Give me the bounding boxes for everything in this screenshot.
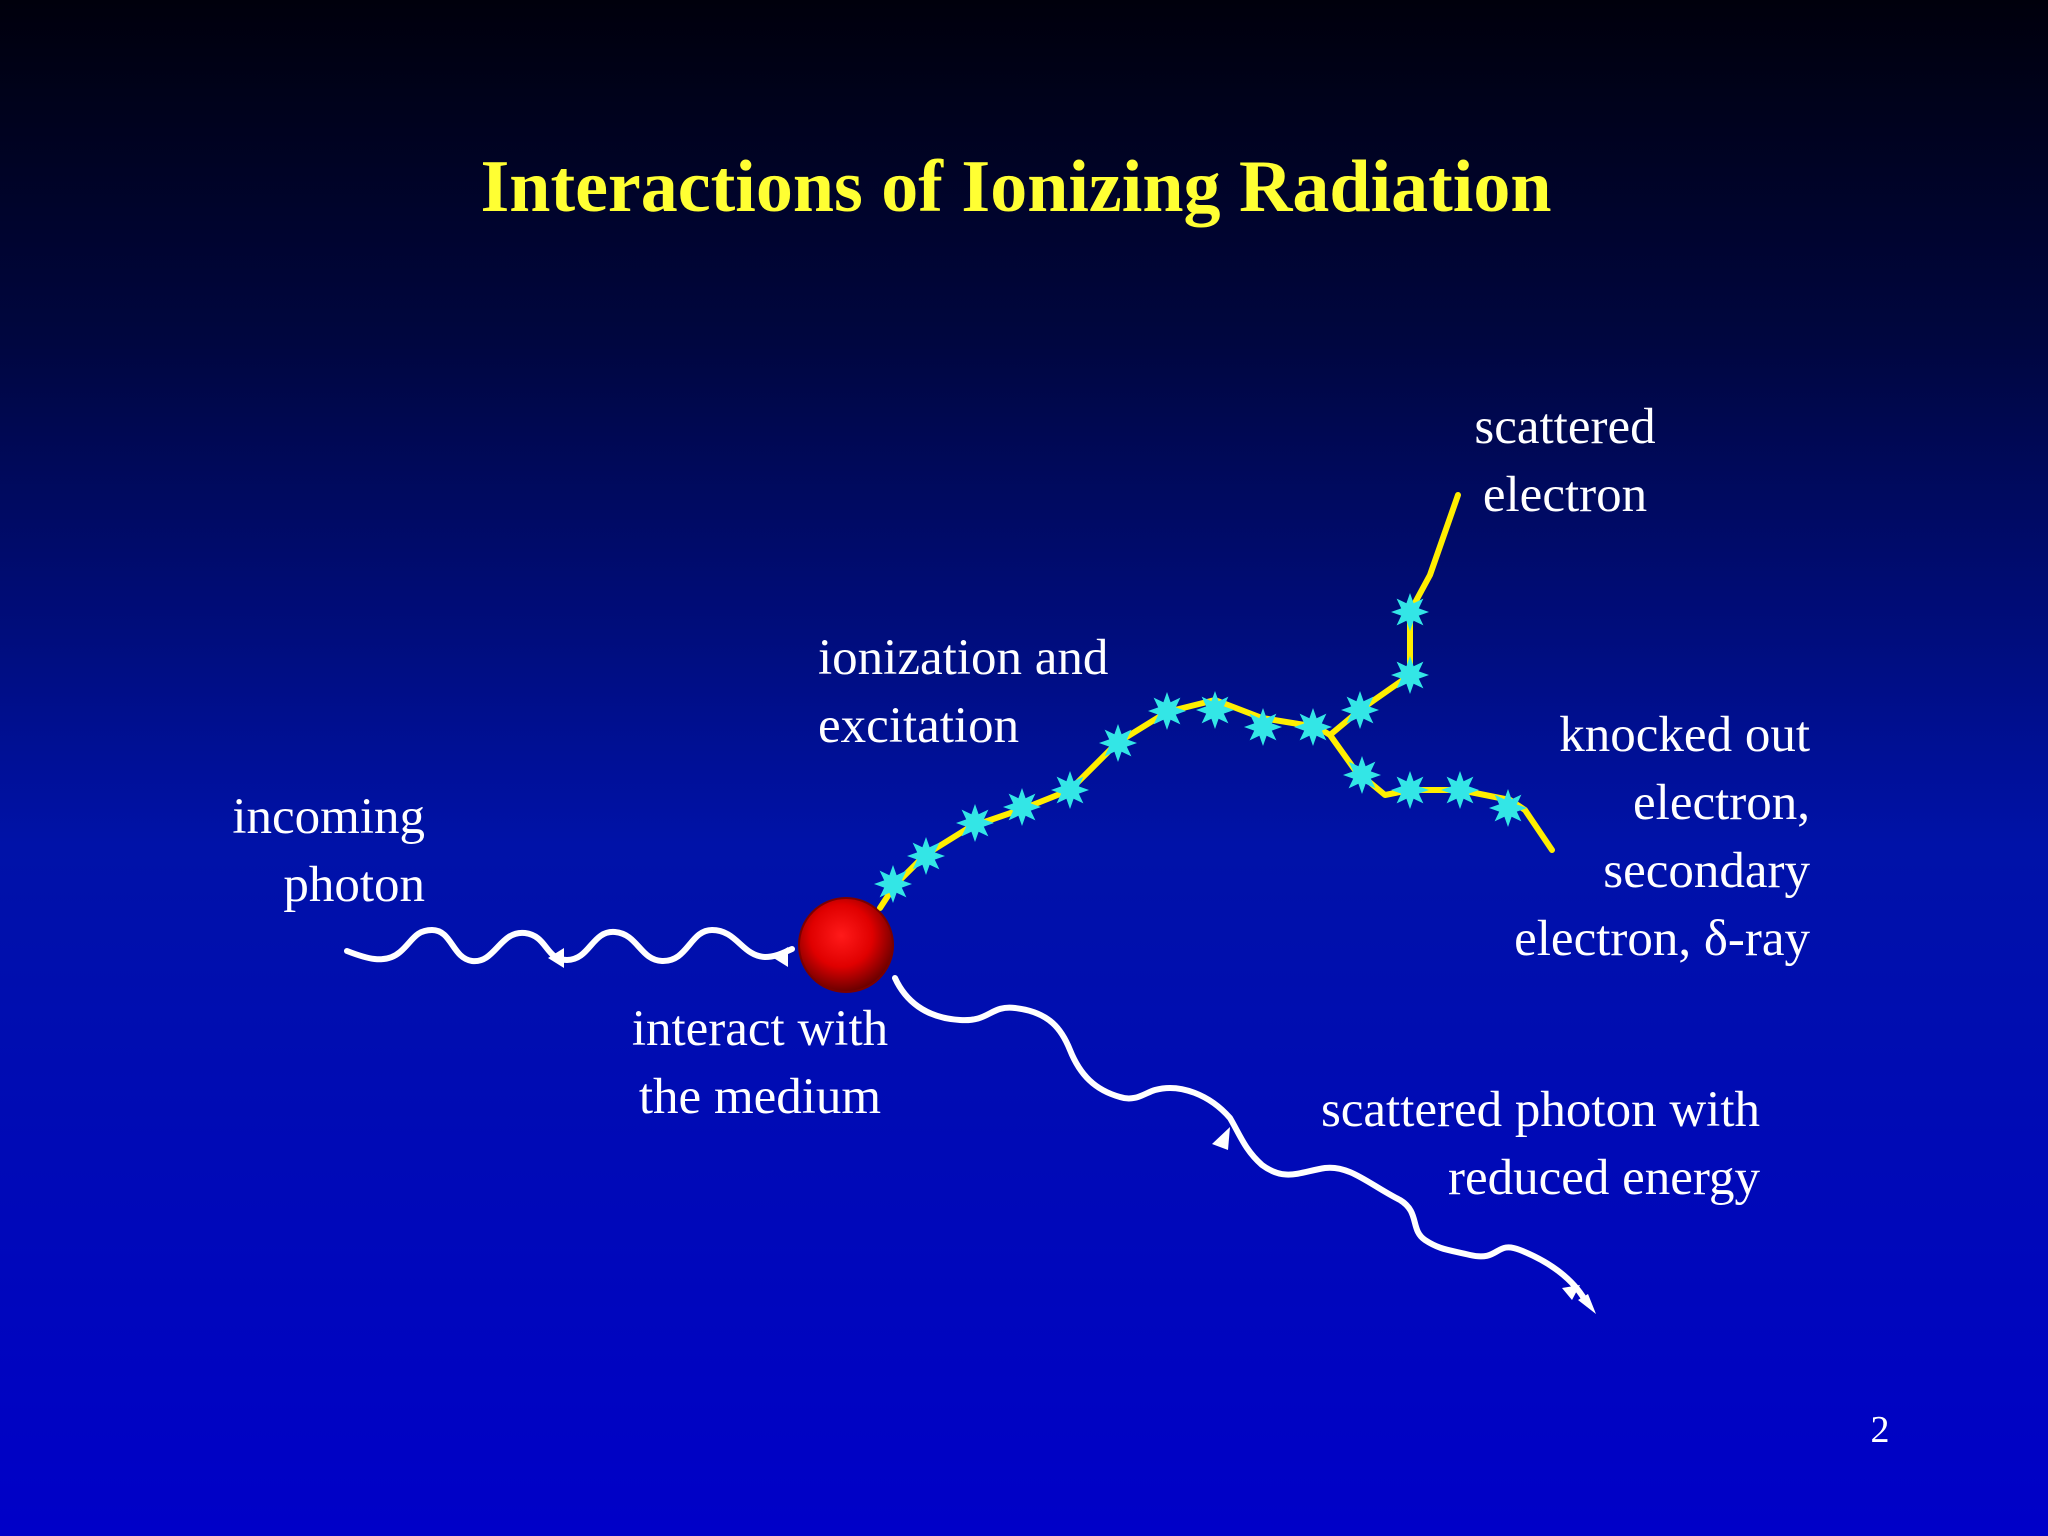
starburst-icon <box>1341 691 1379 729</box>
starburst-icon <box>1148 692 1186 730</box>
starburst-icon <box>1099 724 1137 762</box>
starburst-icon <box>1343 756 1381 794</box>
ionization-excitation-label: ionization and excitation <box>818 630 1109 754</box>
incoming-photon-wave <box>344 926 795 965</box>
starburst-icon <box>1391 771 1429 809</box>
scattered-photon-label: scattered photon with reduced energy <box>1320 1082 1760 1206</box>
starburst-icon <box>1391 593 1429 631</box>
starburst-icon <box>874 865 912 903</box>
starburst-icon <box>1441 771 1479 809</box>
starburst-icon <box>956 804 994 842</box>
arrowhead-icon <box>1212 1127 1230 1150</box>
ionization-events <box>874 593 1527 903</box>
starburst-icon <box>1294 708 1332 746</box>
starburst-icon <box>1003 788 1041 826</box>
scattered-photon-wave <box>892 975 1588 1303</box>
slide-title: Interactions of Ionizing Radiation <box>480 146 1552 228</box>
incoming-photon-label: incoming photon <box>232 789 425 913</box>
starburst-icon <box>1489 789 1527 827</box>
arrowhead-icon <box>548 948 564 968</box>
starburst-icon <box>907 837 945 875</box>
interact-with-medium-label: interact with the medium <box>631 1001 889 1125</box>
starburst-icon <box>1244 708 1282 746</box>
starburst-icon <box>1051 771 1089 809</box>
page-number: 2 <box>1870 1409 1890 1451</box>
scattered-electron-label: scattered electron <box>1474 399 1656 523</box>
arrowhead-icon <box>1578 1294 1596 1314</box>
knocked-out-electron-label: knocked out electron, secondary electron… <box>1514 707 1810 967</box>
arrowhead-icon <box>772 947 788 967</box>
starburst-icon <box>1391 656 1429 694</box>
red-sphere-icon <box>798 897 894 993</box>
starburst-icon <box>1196 691 1234 729</box>
arrowhead-icon <box>1562 1285 1580 1300</box>
